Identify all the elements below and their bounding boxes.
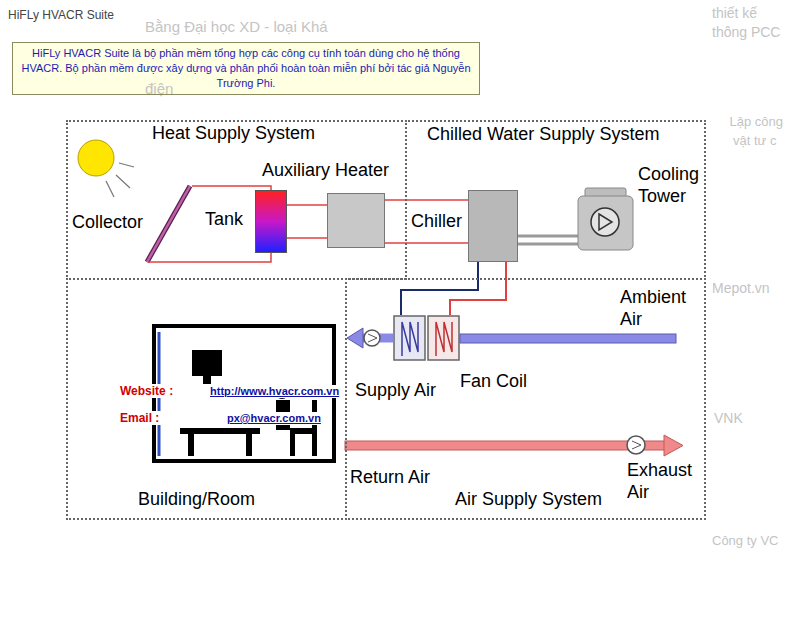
sun-symbol xyxy=(78,140,134,197)
background-watermark: Công ty VC xyxy=(712,533,778,549)
part-label: Fan Coil xyxy=(460,371,527,393)
connector-line xyxy=(450,262,506,315)
part-label: Auxiliary Heater xyxy=(262,160,389,182)
condenser-water-pipe xyxy=(518,236,578,244)
cooling-tower: Cooling Tower xyxy=(578,188,633,250)
background-watermark: thiết kế xyxy=(712,5,757,22)
connector-line xyxy=(518,243,578,246)
supply-air-duct xyxy=(347,328,393,348)
system-region: Chilled Water Supply SystemChiller Coolin… xyxy=(405,120,706,280)
fan-coil: Fan Coil xyxy=(393,315,460,360)
region-heading: Air Supply System xyxy=(455,489,602,511)
background-watermark: vật tư c xyxy=(733,133,776,149)
part-label: Chiller xyxy=(410,211,463,233)
hot-water-pipe xyxy=(287,205,327,238)
connector-line xyxy=(192,253,271,262)
background-watermark: thông PCC xyxy=(712,24,780,41)
contact-caption: Email : xyxy=(118,411,161,425)
tank: Tank xyxy=(255,190,287,253)
part-label: Collector xyxy=(72,212,143,234)
cooling-tower-symbol xyxy=(578,188,633,250)
flow-label: Supply Air xyxy=(355,380,436,402)
website-link: http://www.hvacr.com.vn xyxy=(208,385,341,398)
system-region: Heat Supply SystemCollector Tank Auxiliary… xyxy=(66,120,407,280)
connector-line xyxy=(287,237,327,239)
flow-label: Return Air xyxy=(350,467,430,489)
connector-line xyxy=(385,199,468,201)
note-text: HiFLy HVACR Suite là bộ phần mềm tổng hợ… xyxy=(18,46,474,91)
contact-caption: Website : xyxy=(118,384,175,398)
fan-coil-symbol xyxy=(394,316,459,360)
chiller: Chiller xyxy=(468,190,518,262)
background-watermark: Mepot.vn xyxy=(712,280,770,297)
flow-label: Ambient Air xyxy=(620,287,698,330)
auxiliary-heater: Auxiliary Heater xyxy=(327,193,385,248)
arrowhead xyxy=(347,328,363,348)
window-title: HiFLy HVACR Suite xyxy=(8,8,114,22)
part-label: Cooling Tower xyxy=(638,164,704,207)
background-watermark: VNK xyxy=(714,410,743,427)
background-watermark: điện xyxy=(145,80,173,98)
connector-line xyxy=(518,235,578,238)
region-heading: Heat Supply System xyxy=(152,123,315,145)
hot-water-pipe xyxy=(385,200,468,243)
part-label: Tank xyxy=(205,209,243,231)
solar-panel xyxy=(147,186,192,262)
connector-line xyxy=(401,262,478,315)
background-watermark: Bằng Đại học XD - loại Khá xyxy=(145,18,328,36)
background-watermark: Lập công xyxy=(730,114,784,130)
system-region: Building/Room xyxy=(66,278,347,520)
connector-line xyxy=(287,204,327,206)
email-link: px@hvacr.com.vn xyxy=(225,412,323,425)
flow-label: Exhaust Air xyxy=(627,460,699,503)
region-heading: Building/Room xyxy=(138,489,255,511)
note-box: HiFLy HVACR Suite là bộ phần mềm tổng hợ… xyxy=(12,42,480,95)
chilled-water-pipe xyxy=(401,262,506,315)
region-heading: Chilled Water Supply System xyxy=(427,124,659,146)
connector-line xyxy=(385,242,468,244)
collector: Collector xyxy=(68,140,192,265)
